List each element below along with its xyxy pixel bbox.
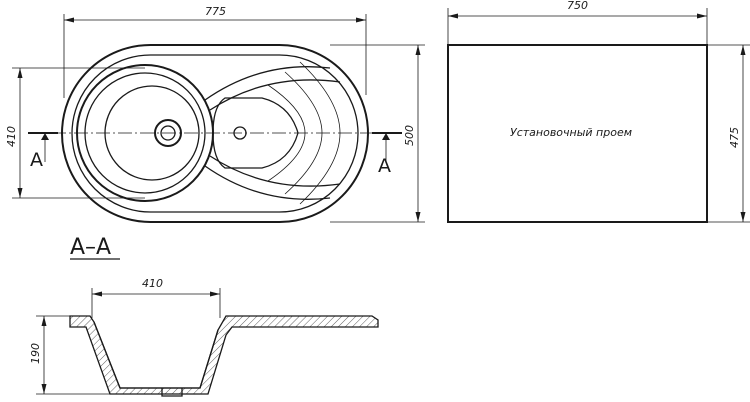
section-inner-outline xyxy=(93,321,219,389)
dim-410-arrow-bottom xyxy=(17,188,23,198)
dim-190-arrow-top xyxy=(41,316,47,326)
sink-plan-view: A A 775 500 410 xyxy=(5,5,425,223)
cut-label-left: A xyxy=(30,149,43,171)
dim-190-arrow-bottom xyxy=(41,384,47,394)
drainer-arc-bottom-2 xyxy=(209,155,341,187)
cut-arrow-left xyxy=(41,133,49,140)
cutout-label: Установочный проем xyxy=(510,126,632,139)
dim-500-arrow-top xyxy=(415,45,421,55)
section-view: А–А 410 190 xyxy=(29,235,379,397)
cut-arrow-right xyxy=(382,133,390,140)
dim-410-arrow-top xyxy=(17,68,23,78)
dim-section-410-text: 410 xyxy=(142,277,163,290)
dim-475-text: 475 xyxy=(728,127,741,148)
dim-section-410-arrow-left xyxy=(92,291,102,297)
drainer-arc-bottom-1 xyxy=(204,165,331,200)
section-title: А–А xyxy=(70,235,111,260)
dim-750-arrow-left xyxy=(448,13,458,19)
dim-775-text: 775 xyxy=(205,5,226,18)
sink-outer-rim xyxy=(61,44,369,223)
dim-410-text: 410 xyxy=(5,126,18,147)
section-drain xyxy=(161,388,183,397)
dim-190-text: 190 xyxy=(29,343,42,364)
drainer-scoop-outline xyxy=(212,97,299,169)
dim-775-arrow-right xyxy=(356,17,366,23)
dim-500-text: 500 xyxy=(403,125,416,146)
drainer-arc-top-1 xyxy=(204,66,331,101)
cutout-view: Установочный проем 750 475 xyxy=(447,0,750,223)
dim-section-410-arrow-right xyxy=(210,291,220,297)
dim-750-text: 750 xyxy=(567,0,588,12)
dim-475-arrow-bottom xyxy=(740,212,746,222)
dim-750-arrow-right xyxy=(697,13,707,19)
section-wall-profile xyxy=(69,315,379,395)
sink-inner-rim xyxy=(71,54,359,213)
cutout-rectangle xyxy=(447,44,708,223)
drainer-arc-top-2 xyxy=(209,79,341,111)
dim-500-arrow-bottom xyxy=(415,212,421,222)
dim-775-arrow-left xyxy=(64,17,74,23)
cut-label-right: A xyxy=(378,155,391,177)
dim-475-arrow-top xyxy=(740,45,746,55)
